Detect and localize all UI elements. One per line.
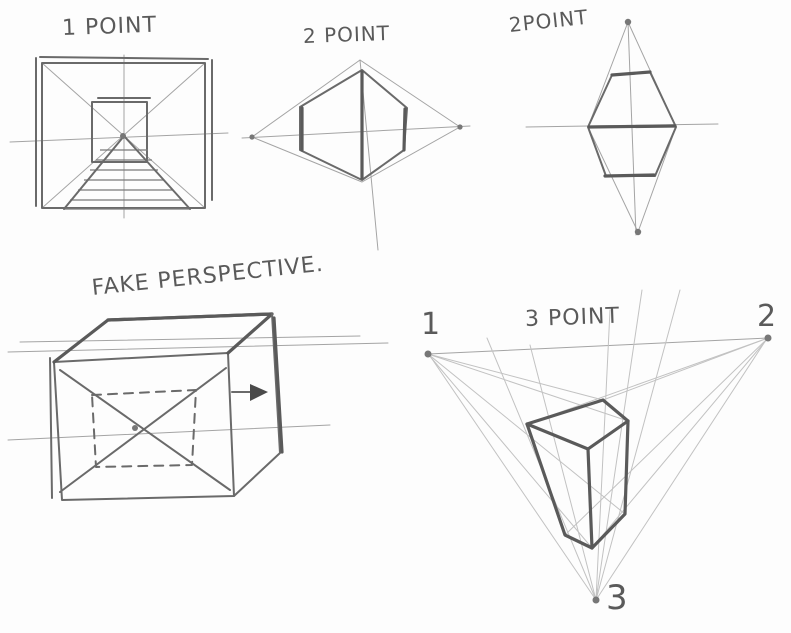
fake-perspective-sketch xyxy=(8,314,388,500)
two-point-sketch-b xyxy=(526,19,718,235)
three-point-sketch xyxy=(425,290,772,604)
two-point-sketch-a xyxy=(242,60,470,250)
one-point-sketch xyxy=(10,55,228,218)
